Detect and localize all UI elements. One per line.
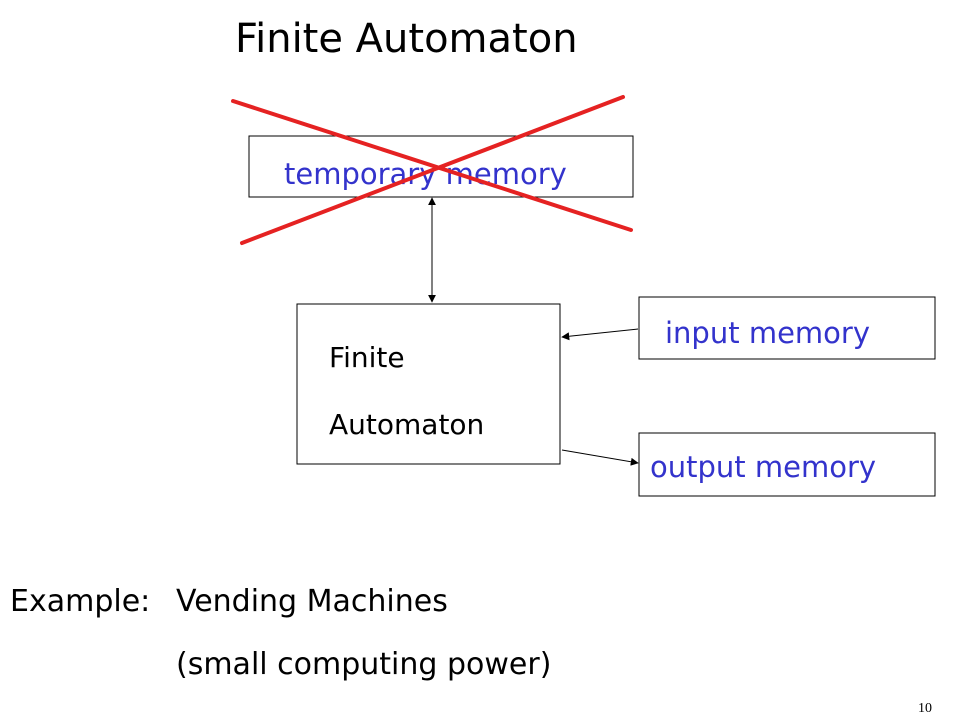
input-memory-label: input memory — [665, 316, 870, 350]
example-line1: Vending Machines — [176, 584, 448, 619]
output-memory-label: output memory — [650, 450, 876, 484]
cross-out-mark — [231, 95, 633, 245]
input-memory-box — [638, 296, 936, 360]
example-line2: (small computing power) — [176, 647, 551, 682]
page-number: 10 — [918, 701, 932, 716]
output-memory-node: output memory — [638, 432, 936, 497]
finite-automaton-label-line2: Automaton — [329, 408, 484, 441]
input-memory-arrow — [561, 328, 639, 341]
finite-automaton-node: Finite Automaton — [296, 303, 561, 465]
output-memory-arrow — [561, 449, 639, 466]
input-memory-node: input memory — [638, 296, 936, 360]
page-title: Finite Automaton — [235, 16, 578, 62]
example-prefix: Example: — [10, 584, 150, 619]
output-memory-box — [638, 432, 936, 497]
cross-line-1 — [231, 99, 633, 232]
finite-automaton-label-line1: Finite — [329, 341, 405, 374]
cross-line-2 — [240, 95, 625, 245]
finite-automaton-box — [296, 303, 561, 465]
